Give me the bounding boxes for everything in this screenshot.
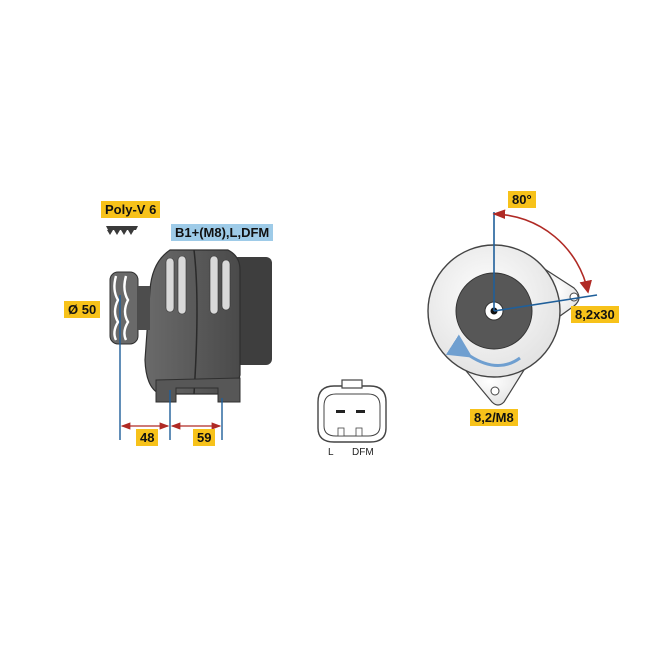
alternator-side-view — [109, 249, 272, 403]
angle-arc — [492, 209, 592, 294]
connector-plug — [317, 379, 387, 443]
terminals-label: B1+(M8),L,DFM — [171, 224, 274, 241]
pulley-diameter-label: Ø 50 — [64, 301, 101, 318]
cooling-slots — [165, 255, 231, 315]
belt-type-label: Poly-V 6 — [101, 201, 161, 218]
rear-cover — [232, 257, 272, 365]
connector-pin-l-label: L — [328, 447, 334, 458]
dimension-59-label: 59 — [193, 429, 216, 446]
angle-label: 80° — [508, 191, 536, 208]
connector-pin-dfm-label: DFM — [352, 447, 374, 458]
alternator-front-view — [427, 209, 598, 406]
mount-hole-bottom — [490, 386, 500, 396]
poly-v-belt-icon — [106, 226, 138, 235]
pulley — [109, 271, 150, 345]
dimension-lines-side — [119, 295, 223, 440]
rotation-arrow — [445, 334, 521, 367]
upper-mount-label: 8,2x30 — [571, 306, 619, 323]
mounting-foot — [155, 377, 241, 403]
dimension-48-label: 48 — [136, 429, 159, 446]
lower-mount-label: 8,2/M8 — [470, 409, 518, 426]
